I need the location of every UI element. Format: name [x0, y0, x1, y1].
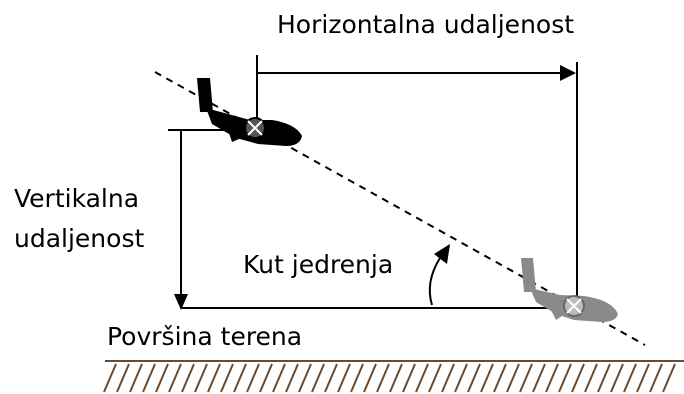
glide-angle-arc — [428, 257, 441, 306]
hatch-mark — [415, 363, 429, 393]
hatch-mark — [337, 363, 351, 393]
hatch-mark — [246, 363, 260, 393]
glide-angle-label: Kut jedrenja — [243, 250, 394, 279]
hatch-mark — [181, 363, 195, 393]
hatch-mark — [376, 363, 390, 393]
hatch-mark — [493, 363, 507, 393]
hatch-mark — [285, 363, 299, 393]
hatch-mark — [649, 363, 663, 393]
hatch-mark — [311, 363, 325, 393]
hatch-mark — [168, 363, 182, 393]
hatch-mark — [207, 363, 221, 393]
hatch-mark — [441, 363, 455, 393]
glider-aircraft-icon — [521, 258, 618, 322]
glider-aircraft-icon — [197, 78, 302, 146]
hatch-mark — [545, 363, 559, 393]
hatch-mark — [610, 363, 624, 393]
hatch-mark — [116, 363, 130, 393]
hatch-mark — [389, 363, 403, 393]
horizontal-distance-label: Horizontalna udaljenost — [277, 10, 575, 39]
hatch-mark — [519, 363, 533, 393]
hatch-mark — [428, 363, 442, 393]
hatch-mark — [454, 363, 468, 393]
terrain-surface-label: Površina terena — [107, 322, 303, 351]
hatch-mark — [129, 363, 143, 393]
hatch-mark — [506, 363, 520, 393]
hatch-mark — [233, 363, 247, 393]
horizontal-distance-arrowhead — [560, 65, 576, 81]
hatch-mark — [480, 363, 494, 393]
hatch-mark — [155, 363, 169, 393]
hatch-mark — [298, 363, 312, 393]
hatch-mark — [532, 363, 546, 393]
glide-angle-arrowhead — [434, 244, 450, 264]
vertical-distance-label-line1: Vertikalna — [14, 184, 140, 213]
hatch-mark — [584, 363, 598, 393]
hatch-mark — [558, 363, 572, 393]
hatch-mark — [142, 363, 156, 393]
hatch-mark — [662, 363, 676, 393]
hatch-mark — [636, 363, 650, 393]
hatch-mark — [272, 363, 286, 393]
hatch-mark — [402, 363, 416, 393]
terrain-hatching — [103, 363, 676, 393]
hatch-mark — [571, 363, 585, 393]
hatch-mark — [259, 363, 273, 393]
hatch-mark — [467, 363, 481, 393]
hatch-mark — [194, 363, 208, 393]
hatch-mark — [103, 363, 117, 393]
hatch-mark — [597, 363, 611, 393]
hatch-mark — [220, 363, 234, 393]
hatch-mark — [623, 363, 637, 393]
hatch-mark — [350, 363, 364, 393]
vertical-distance-label-line2: udaljenost — [14, 224, 145, 253]
hatch-mark — [324, 363, 338, 393]
hatch-mark — [363, 363, 377, 393]
vertical-distance-arrowhead — [174, 294, 188, 310]
